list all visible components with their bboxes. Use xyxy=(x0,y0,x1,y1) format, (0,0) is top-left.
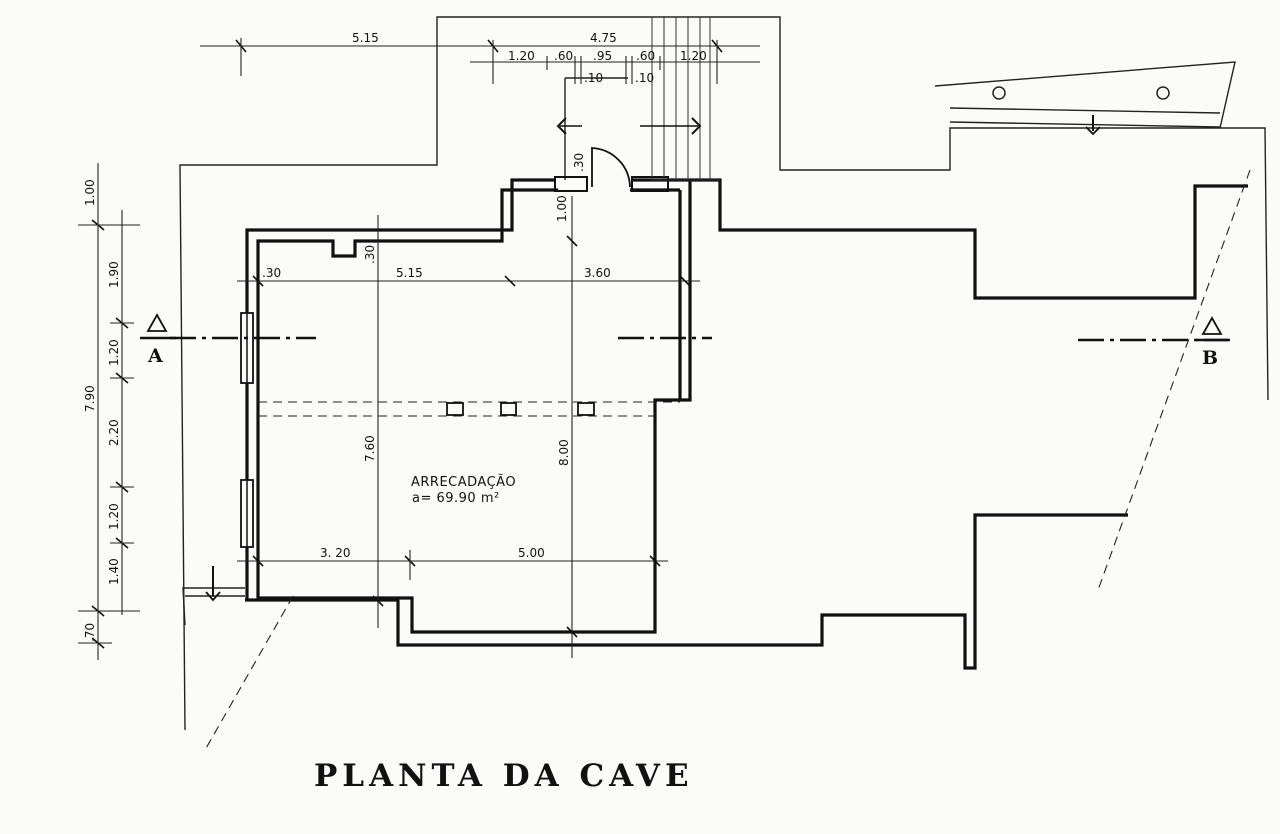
dim-stair-2: .60 xyxy=(554,49,573,63)
dim-interior-a: 5.15 xyxy=(396,266,423,280)
dim-left-inner-2: 1.20 xyxy=(107,339,121,366)
dim-bottom-a: 3. 20 xyxy=(320,546,351,560)
section-marker-b-icon xyxy=(1201,316,1223,335)
door-swing-icon xyxy=(591,147,631,188)
dimension-labels: 5.15 4.75 1.20 .60 .95 .60 1.20 .10 .10 … xyxy=(83,31,707,642)
section-label-a: A xyxy=(147,345,163,367)
dim-top-b: 4.75 xyxy=(590,31,617,45)
flow-arrow-icon xyxy=(640,117,702,135)
dim-interior-b: 3.60 xyxy=(584,266,611,280)
flow-arrow-icon xyxy=(556,117,582,135)
dim-left-inner-5: 1.40 xyxy=(107,558,121,585)
dim-wall-left: .30 xyxy=(262,266,281,280)
room-walls xyxy=(245,147,692,634)
dim-stair-5: 1.20 xyxy=(680,49,707,63)
site-boundary xyxy=(179,16,1269,731)
door-jamb-left xyxy=(554,176,588,192)
dim-left-inner-4: 1.20 xyxy=(107,503,121,530)
dim-height-a: 7.60 xyxy=(363,435,377,462)
drain-symbols xyxy=(205,115,1101,602)
room-area: a= 69.90 m² xyxy=(412,491,500,506)
top-dimension-chain xyxy=(200,38,760,84)
dim-notch: .30 xyxy=(363,245,377,264)
boundary-dash-lines xyxy=(204,169,1251,751)
left-dimension-chains xyxy=(78,163,140,660)
pillar xyxy=(500,402,517,416)
dim-door-depth: .30 xyxy=(572,153,586,172)
section-line: A B xyxy=(140,313,1230,369)
room-name: ARRECADAÇÃO xyxy=(411,474,516,490)
dim-jamb-1: .10 xyxy=(584,71,603,85)
dim-height-b: 8.00 xyxy=(557,439,571,466)
dim-stair-1: 1.20 xyxy=(508,49,535,63)
drawing-title: PLANTA DA CAVE xyxy=(314,758,694,794)
dim-stair-3: .95 xyxy=(593,49,612,63)
dim-left-outer-2: .70 xyxy=(83,623,97,642)
drain-arrow-icon xyxy=(205,566,221,602)
beam xyxy=(258,401,680,417)
adjacent-walls xyxy=(245,178,1248,670)
dim-left-inner-1: 1.90 xyxy=(107,261,121,288)
section-marker-a-icon xyxy=(146,313,168,332)
column-circle-icon xyxy=(992,86,1006,100)
column-circle-icon xyxy=(1156,86,1170,100)
exterior-stair xyxy=(651,17,720,181)
interior-dimension-chains xyxy=(237,196,700,658)
dim-left-outer-total: 7.90 xyxy=(83,385,97,412)
left-windows xyxy=(240,312,254,548)
section-label-b: B xyxy=(1202,347,1218,369)
dim-left-inner-3: 2.20 xyxy=(107,419,121,446)
dim-stair-4: .60 xyxy=(636,49,655,63)
pillar xyxy=(446,402,464,416)
dim-bottom-b: 5.00 xyxy=(518,546,545,560)
drain-arrow-icon xyxy=(1085,115,1101,136)
pillar xyxy=(577,402,595,416)
dim-jamb-2: .10 xyxy=(635,71,654,85)
door-jamb-right xyxy=(631,176,669,192)
dim-top-a: 5.15 xyxy=(352,31,379,45)
dim-left-outer-1: 1.00 xyxy=(83,179,97,206)
dim-entry-depth: 1.00 xyxy=(555,195,569,222)
